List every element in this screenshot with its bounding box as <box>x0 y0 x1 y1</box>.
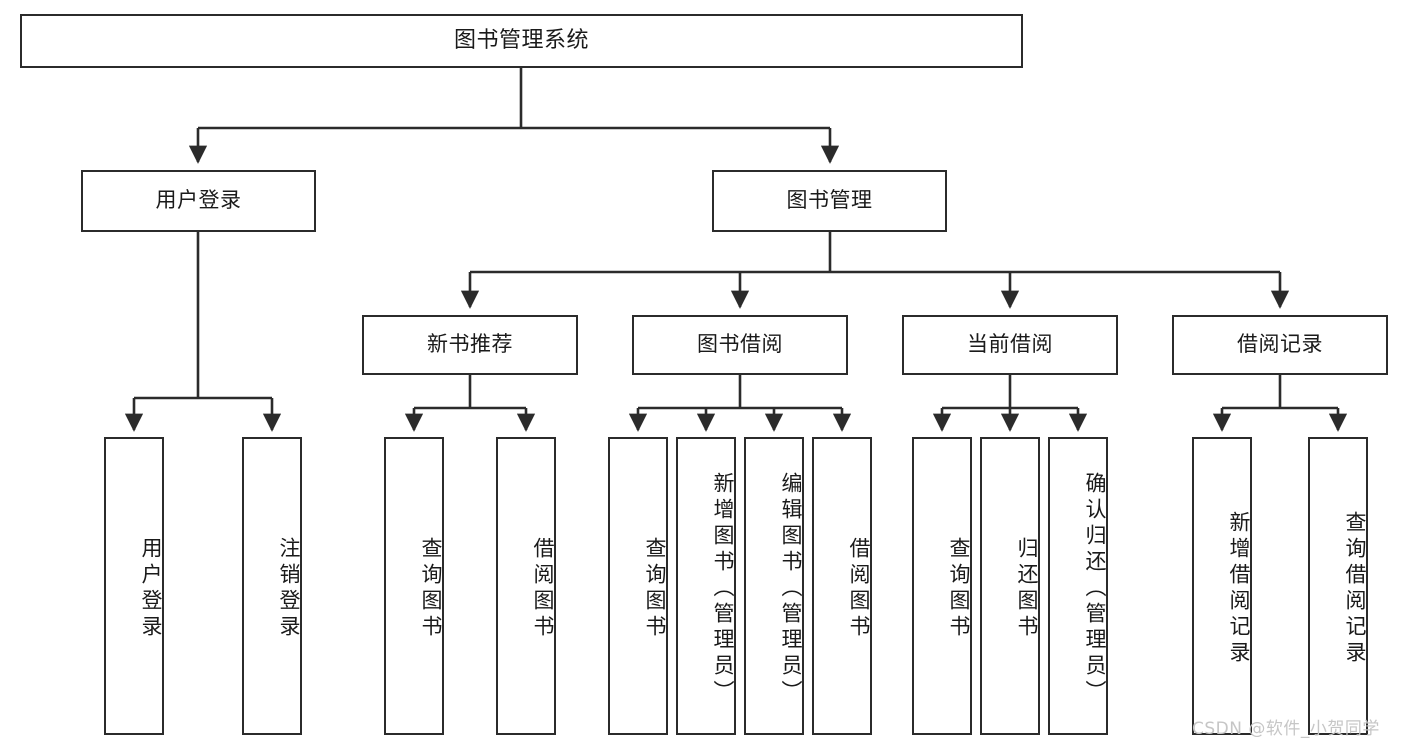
node-label: 图书管理 <box>786 188 873 213</box>
leaf-current-return-book[interactable]: 归还图书 <box>980 437 1040 735</box>
node-label: 新增借阅记录 <box>1227 511 1251 667</box>
node-label: 查询借阅记录 <box>1343 511 1367 667</box>
node-user-login[interactable]: 用户登录 <box>81 170 316 232</box>
leaf-current-confirm-return-admin[interactable]: 确认归还（管理员） <box>1048 437 1108 735</box>
leaf-borrow-add-book-admin[interactable]: 新增图书（管理员） <box>676 437 736 735</box>
leaf-new-book-query-book[interactable]: 查询图书 <box>384 437 444 735</box>
node-label: 注销登录 <box>277 537 301 641</box>
csdn-watermark: CSDN @软件_小贺同学 <box>1192 719 1380 739</box>
node-label: 借阅图书 <box>847 537 871 641</box>
node-root-system[interactable]: 图书管理系统 <box>20 14 1023 68</box>
node-label: 查询图书 <box>643 537 667 641</box>
leaf-new-book-borrow-book[interactable]: 借阅图书 <box>496 437 556 735</box>
leaf-record-query-record[interactable]: 查询借阅记录 <box>1308 437 1368 735</box>
node-label: 新增图书（管理员） <box>711 472 735 706</box>
node-borrow-record[interactable]: 借阅记录 <box>1172 315 1388 375</box>
node-new-book-recommend[interactable]: 新书推荐 <box>362 315 578 375</box>
node-label: 用户登录 <box>155 188 242 213</box>
node-label: 新书推荐 <box>427 332 513 357</box>
node-current-borrow[interactable]: 当前借阅 <box>902 315 1118 375</box>
node-book-management[interactable]: 图书管理 <box>712 170 947 232</box>
leaf-borrow-borrow-book[interactable]: 借阅图书 <box>812 437 872 735</box>
leaf-user-login-logout[interactable]: 注销登录 <box>242 437 302 735</box>
node-label: 当前借阅 <box>967 332 1053 357</box>
node-label: 编辑图书（管理员） <box>779 472 803 706</box>
node-label: 查询图书 <box>419 537 443 641</box>
leaf-current-query-book[interactable]: 查询图书 <box>912 437 972 735</box>
node-book-borrow[interactable]: 图书借阅 <box>632 315 848 375</box>
node-label: 图书管理系统 <box>453 27 589 53</box>
node-label: 用户登录 <box>139 537 163 641</box>
node-label: 图书借阅 <box>697 332 783 357</box>
node-label: 归还图书 <box>1015 537 1039 641</box>
node-label: 查询图书 <box>947 537 971 641</box>
leaf-record-add-record[interactable]: 新增借阅记录 <box>1192 437 1252 735</box>
node-label: 确认归还（管理员） <box>1083 472 1107 706</box>
node-label: 借阅记录 <box>1237 332 1323 357</box>
leaf-user-login-login[interactable]: 用户登录 <box>104 437 164 735</box>
leaf-borrow-edit-book-admin[interactable]: 编辑图书（管理员） <box>744 437 804 735</box>
leaf-borrow-query-book[interactable]: 查询图书 <box>608 437 668 735</box>
node-label: 借阅图书 <box>531 537 555 641</box>
